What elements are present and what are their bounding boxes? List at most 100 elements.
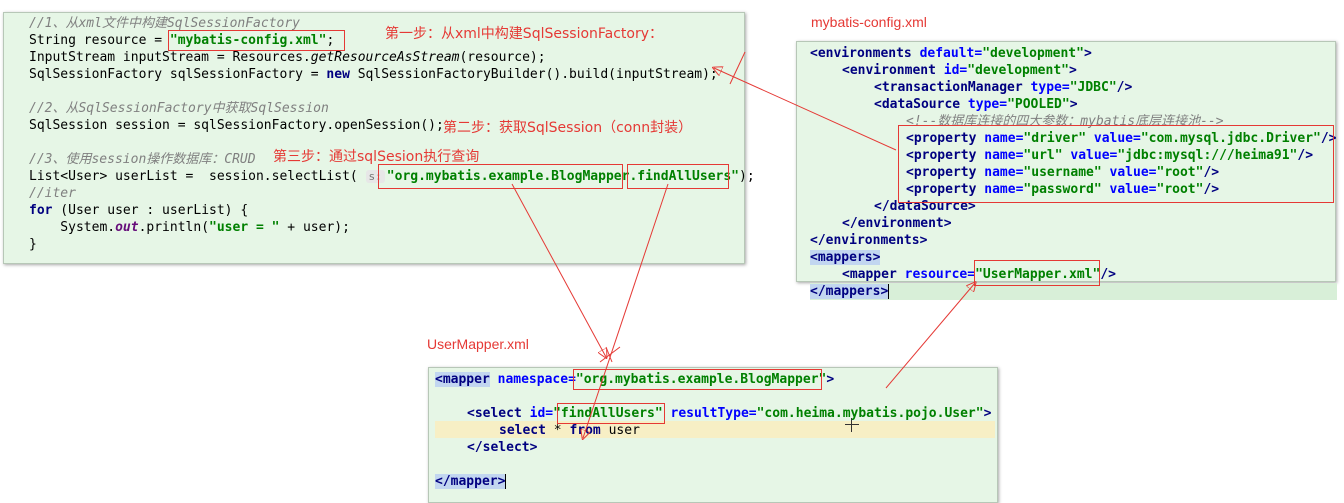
xml-tag: /> (1116, 80, 1133, 95)
sql-keyword: select (499, 423, 546, 438)
namespace-highlight-box (378, 164, 623, 189)
code-line: //iter (29, 185, 76, 202)
xml-line: <dataSource type="POOLED"> (874, 96, 1078, 113)
sql-text: * (545, 423, 570, 438)
xml-line: <environment id="development"> (842, 62, 1077, 79)
string-literal: "mybatis-config.xml" (169, 33, 327, 48)
string-literal: "org.mybatis.example.BlogMapper (386, 169, 630, 184)
xml-tag: > (1083, 46, 1092, 61)
xml-value: "UserMapper.xml" (975, 267, 1101, 282)
xml-value: "JDBC" (1069, 80, 1117, 95)
xml-attr: name= (976, 182, 1024, 197)
comment: //1、从xml文件中构建SqlSessionFactory (29, 16, 301, 31)
xml-tag: </environments> (810, 233, 928, 248)
xml-line: <property name="url" value="jdbc:mysql:/… (906, 147, 1313, 164)
code-text: ); (739, 169, 755, 184)
xml-tag: <dataSource (874, 97, 961, 112)
xml-line: <mapper resource="UserMapper.xml"/> (842, 266, 1116, 283)
config-file-title: mybatis-config.xml (811, 14, 927, 30)
xml-tag: </mapper> (435, 474, 506, 489)
xml-tag: <mapper (842, 267, 897, 282)
xml-value: "username" (1023, 165, 1102, 180)
code-text: System. (29, 220, 116, 235)
xml-line: <property name="password" value="root"/> (906, 181, 1219, 198)
code-line: InputStream inputStream = Resources.getR… (29, 49, 546, 66)
xml-attr: name= (976, 131, 1024, 146)
xml-attr: default= (911, 46, 983, 61)
xml-line: </mapper> (435, 473, 507, 490)
xml-tag: <transactionManager (874, 80, 1023, 95)
xml-value: "root" (1156, 165, 1204, 180)
keyword: for (29, 203, 53, 218)
code-line: List<User> userList = session.selectList… (29, 168, 755, 185)
xml-tag: /> (1320, 131, 1337, 146)
xml-line: <mappers> (810, 249, 881, 266)
code-text: + user); (279, 220, 350, 235)
xml-tag: </select> (467, 440, 538, 455)
code-text: SqlSessionFactoryBuilder().build(inputSt… (349, 67, 718, 82)
code-text: InputStream inputStream = Resources. (29, 50, 311, 65)
mapper-resource-highlight-box (974, 260, 1100, 286)
code-line: for (User user : userList) { (29, 202, 248, 219)
xml-tag: /> (1100, 267, 1116, 282)
xml-line: <transactionManager type="JDBC"/> (874, 79, 1132, 96)
xml-value: "POOLED" (1007, 97, 1070, 112)
xml-tag: <select (467, 406, 522, 421)
string-literal: .findAllUsers" (629, 169, 740, 184)
static-field: out (115, 220, 139, 235)
mouse-cursor-icon (845, 418, 859, 432)
xml-tag: <environments (810, 46, 912, 61)
xml-line: <property name="username" value="root"/> (906, 164, 1219, 181)
code-line: SqlSessionFactory sqlSessionFactory = ne… (29, 66, 718, 83)
xml-line: <property name="driver" value="com.mysql… (906, 130, 1337, 147)
xml-attr: namespace= (489, 372, 576, 387)
xml-tag: <environment (842, 63, 936, 78)
xml-value: "development" (967, 63, 1069, 78)
xml-value: "root" (1156, 182, 1204, 197)
method-id-highlight-box (627, 164, 729, 189)
properties-highlight-box (898, 125, 1334, 203)
java-code-panel: //1、从xml文件中构建SqlSessionFactory String re… (3, 12, 755, 264)
mapper-file-title: UserMapper.xml (427, 336, 529, 352)
keyword: new (326, 67, 350, 82)
xml-attr: name= (976, 148, 1024, 163)
xml-attr: name= (976, 165, 1024, 180)
code-line: } (29, 236, 37, 253)
xml-attr: id= (935, 63, 968, 78)
xml-tag: <mappers> (810, 250, 881, 265)
comment: //iter (29, 186, 76, 201)
code-text: SqlSession session = sqlSessionFactory.o… (29, 118, 444, 133)
step1-annotation: 第一步：从xml中构建SqlSessionFactory： (385, 26, 664, 42)
xml-tag: <property (906, 182, 977, 197)
select-id-highlight-box (557, 403, 665, 424)
xml-tag: <mapper (435, 372, 490, 387)
xml-value: "jdbc:mysql:///heima91" (1117, 148, 1298, 163)
xml-line: select * from user (499, 422, 640, 439)
step2-annotation: 第二步：获取SqlSession（conn封装） (443, 120, 693, 136)
namespace-value-highlight-box (573, 369, 822, 390)
xml-attr: value= (1062, 148, 1118, 163)
xml-tag: <property (906, 131, 977, 146)
string-literal: "user = " (209, 220, 280, 235)
xml-line: <select id="findAllUsers" resultType="co… (467, 405, 991, 422)
code-text: (User user : userList) { (52, 203, 249, 218)
xml-line: <environments default="development"> (810, 45, 1092, 62)
code-text: String resource = (29, 33, 170, 48)
arrow-cross-b (599, 346, 621, 363)
comment: //2、从SqlSessionFactory中获取SqlSession (29, 101, 329, 116)
xml-line: </select> (467, 439, 537, 456)
xml-attr: resultType= (662, 406, 757, 421)
arrow-cross-a (605, 346, 613, 363)
code-text: ; (326, 33, 335, 48)
sql-text: user (600, 423, 640, 438)
xml-tag: /> (1203, 165, 1220, 180)
xml-attr: resource= (896, 267, 976, 282)
xml-line: </environment> (842, 215, 952, 232)
xml-tag: > (826, 372, 835, 387)
xml-value: "development" (982, 46, 1084, 61)
code-text: (resource); (459, 50, 546, 65)
text-caret (888, 284, 890, 299)
xml-tag: </mappers> (810, 284, 889, 299)
sql-keyword: from (569, 423, 601, 438)
code-line: String resource = "mybatis-config.xml"; (29, 32, 334, 49)
